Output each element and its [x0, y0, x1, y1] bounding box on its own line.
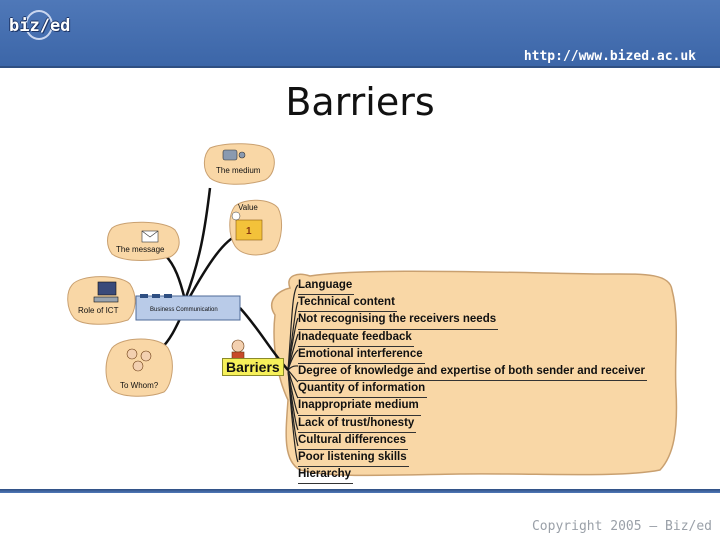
label-to-whom: To Whom? [120, 381, 159, 390]
header-bar: biz/ed http://www.bized.ac.uk [0, 0, 720, 66]
barrier-item[interactable]: Quantity of information [298, 381, 428, 399]
envelope-icon [141, 230, 159, 243]
award-icon: 1 [231, 211, 263, 241]
bubble-the-medium[interactable] [203, 143, 275, 185]
barrier-item[interactable]: Hierarchy [298, 467, 354, 485]
barrier-item[interactable]: Poor listening skills [298, 450, 409, 468]
barrier-item[interactable]: Emotional interference [298, 347, 425, 364]
label-the-message: The message [116, 245, 165, 254]
barrier-item[interactable]: Not recognising the receivers needs [298, 312, 499, 330]
header-divider [0, 66, 720, 68]
slide-title: Barriers [285, 80, 435, 124]
svg-text:1: 1 [246, 226, 252, 237]
barrier-item[interactable]: Degree of knowledge and expertise of bot… [298, 364, 648, 382]
footer-divider [0, 489, 720, 493]
barrier-item[interactable]: Lack of trust/honesty [298, 416, 417, 433]
label-role-of-ict: Role of ICT [78, 306, 119, 315]
logo-text: biz/ed [9, 16, 71, 36]
phone-icon [222, 149, 246, 161]
barrier-item[interactable]: Inadequate feedback [298, 330, 414, 347]
bized-logo[interactable]: biz/ed [3, 6, 73, 40]
label-the-medium: The medium [216, 166, 261, 175]
person-icon [231, 339, 245, 361]
copyright-text: Copyright 2005 – Biz/ed [531, 519, 712, 534]
barrier-item[interactable]: Inappropriate medium [298, 398, 421, 416]
barrier-item[interactable]: Technical content [298, 295, 397, 313]
barriers-list: Language Technical content Not recognisi… [298, 278, 648, 485]
center-node[interactable] [135, 295, 241, 321]
barrier-item[interactable]: Language [298, 278, 355, 296]
barriers-bubble [270, 270, 678, 477]
computer-icon [93, 281, 119, 303]
at-symbol-icon [25, 10, 53, 40]
barrier-item[interactable]: Cultural differences [298, 433, 408, 450]
site-url[interactable]: http://www.bized.ac.uk [523, 49, 696, 64]
barriers-label[interactable]: Barriers [222, 358, 284, 376]
center-label: Business Communication [150, 307, 218, 313]
mind-map: Business Communication The medium 1 Valu… [67, 143, 678, 477]
label-value: Value [238, 203, 258, 212]
people-icon [126, 348, 152, 372]
